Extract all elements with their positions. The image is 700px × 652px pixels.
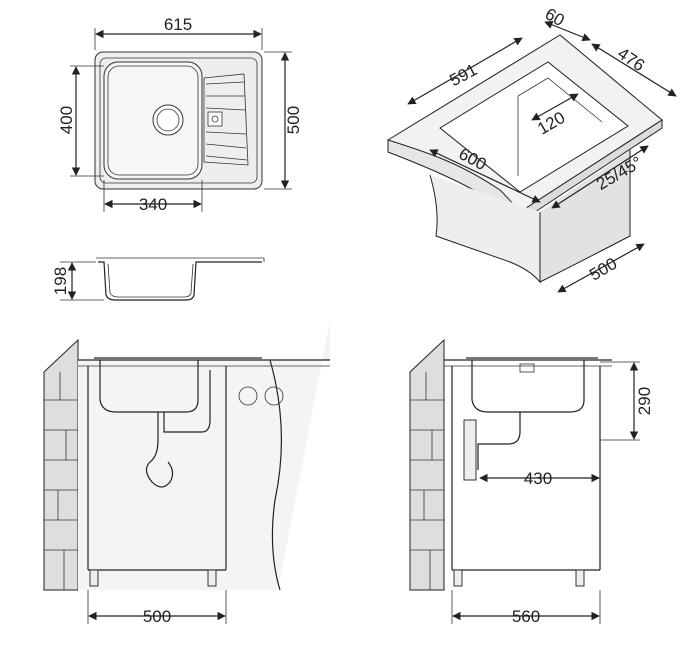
drain-hole (152, 104, 184, 136)
overflow-icon (207, 111, 223, 127)
brick-wall-side (409, 338, 445, 591)
dim-depth: 500 (284, 106, 303, 134)
dim-cabinet-front: 500 (143, 607, 171, 626)
dim-476: 476 (614, 44, 648, 76)
drainer-board (203, 73, 249, 166)
dim-60: 60 (542, 4, 568, 30)
isometric-view: 591 60 476 120 600 25/45° 500 (387, 4, 677, 293)
dim-500-iso: 500 (586, 254, 620, 285)
section-view: 198 (51, 257, 265, 301)
sink-bowl-side (471, 360, 585, 413)
dim-height: 198 (51, 267, 70, 295)
front-installation: 500 (43, 320, 330, 626)
siphon-front (145, 412, 174, 488)
dim-290: 290 (635, 387, 654, 415)
siphon-side (477, 412, 521, 470)
side-installation: 290 430 560 (409, 338, 654, 626)
dim-cabinet-side: 560 (512, 607, 540, 626)
dim-bowl-depth: 400 (57, 106, 76, 134)
dim-bowl-width: 340 (139, 195, 167, 214)
dim-430: 430 (524, 469, 552, 488)
top-view: 615 500 400 340 (57, 15, 303, 214)
sink-bowl-front (99, 360, 199, 413)
dim-width: 615 (164, 15, 192, 34)
brick-wall (43, 338, 79, 591)
